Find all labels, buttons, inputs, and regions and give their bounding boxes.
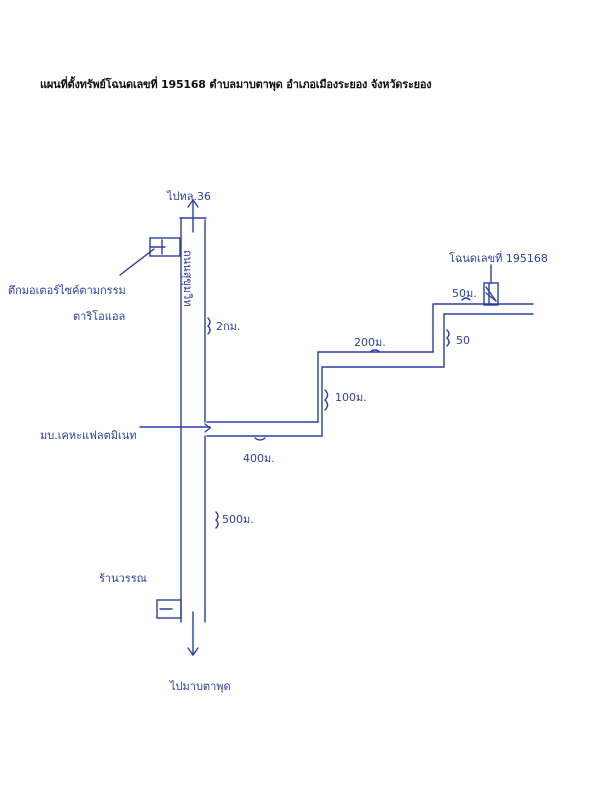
soi-junction-icon — [204, 423, 212, 433]
north-destination-label: ไปทล.36 — [166, 190, 211, 203]
shop-building-icon — [156, 599, 182, 619]
distance-branch-second: 200ม. — [354, 336, 386, 349]
distance-branch-rise-2: 50 — [456, 334, 470, 347]
landmark-top-label-line2: ตาริโอแอล — [73, 309, 125, 323]
deed-label: โฉนดเลขที่ 195168 — [449, 250, 548, 265]
landmark-building-icon — [149, 237, 181, 257]
branch-road — [206, 303, 534, 437]
page-title: แผนที่ตั้งทรัพย์โฉนดเลขที่ 195168 ตำบลมา… — [40, 78, 432, 91]
main-road-name: ถนนสุขุมวิท — [181, 250, 194, 307]
south-destination-label: ไปมาบตาพุด — [169, 680, 231, 693]
distance-branch-first: 400ม. — [243, 452, 275, 465]
north-arrow-icon — [187, 198, 199, 233]
bracket-branch-first — [254, 437, 266, 441]
south-arrow-icon — [187, 611, 199, 657]
bracket-rise-1 — [324, 389, 329, 411]
bracket-branch-second — [369, 349, 381, 353]
landmark-top-label-line1: ตึกมอเตอร์ไซค์ตามกรรม — [8, 284, 126, 297]
distance-main-south: 500ม. — [222, 513, 254, 526]
distance-main-north: 2กม. — [216, 320, 240, 333]
bracket-main-south — [215, 511, 219, 529]
property-parcel-icon — [483, 282, 499, 306]
landmark-pointer — [119, 248, 155, 276]
bracket-main-north — [207, 317, 211, 335]
landmark-village-label: มบ.เคหะแฟลตมิเนท — [40, 429, 137, 442]
bracket-rise-2 — [446, 329, 450, 347]
distance-branch-last: 50ม. — [452, 287, 477, 300]
landmark-shop-label: ร้านวรรณ — [99, 572, 147, 585]
distance-branch-rise-1: 100ม. — [335, 391, 367, 404]
bracket-branch-last — [461, 297, 471, 301]
